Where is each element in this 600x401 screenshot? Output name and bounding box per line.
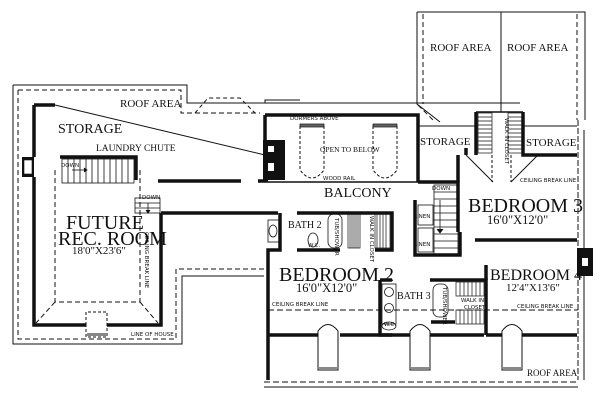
tub-bath3 <box>432 283 449 318</box>
ceiling-break-bedroom2-label: CEILING BREAK LINE <box>272 302 329 308</box>
bedroom4-size: 12'4"X13'6" <box>506 282 560 294</box>
future-rec-room-size: 18'0"X23'6" <box>72 245 126 257</box>
linen-label-1: LINEN <box>414 214 431 220</box>
bedroom3-size: 16'0"X12'0" <box>487 213 549 227</box>
future-rec-room-name-2: REC. ROOM <box>58 228 167 250</box>
outer-line-of-house <box>12 85 264 345</box>
dormer-bottom-2 <box>409 324 431 371</box>
open-to-below-label: OPEN TO BELOW <box>320 145 380 154</box>
balcony-label: BALCONY <box>324 186 392 201</box>
sink-bath2-left <box>268 224 278 238</box>
dormer-bottom-1 <box>317 324 339 371</box>
wc-bath3 <box>381 321 397 331</box>
bedroom2-name: BEDROOM 2 <box>279 264 395 286</box>
bath2-label: BATH 2 <box>288 220 322 231</box>
dormer-bottom-3 <box>501 324 523 371</box>
walk-in-closet-bedroom2-label: WALK IN CLOSET <box>368 216 374 263</box>
ceiling-break-bedroom3-label: CEILING BREAK LINE <box>520 178 577 184</box>
stair-down-label-right: DOWN <box>432 186 451 192</box>
wc-bath2-label: W.C. <box>308 243 321 249</box>
dormer-rec-room <box>85 311 108 338</box>
wc-bath2 <box>307 232 319 248</box>
bedroom3-name: BEDROOM 3 <box>468 195 584 217</box>
dashed-roof-line-left <box>18 89 260 114</box>
closet-label: CLOSET <box>464 305 486 311</box>
bath3-label: BATH 3 <box>397 291 431 302</box>
outer-roof-line-left <box>13 84 300 104</box>
future-rec-room-name-1: FUTURE <box>66 212 144 234</box>
laundry-chute-label: LAUNDRY CHUTE <box>96 144 176 154</box>
bedroom4-name: BEDROOM 4 <box>490 267 583 284</box>
wc-bath3-label: W.C. <box>384 322 397 328</box>
dormers-above-label: DORMERS ABOVE <box>290 116 339 122</box>
bedroom2-size: 16'0"X12'0" <box>296 281 358 295</box>
tub-shower-bath2-label: TUB/SHOWER <box>333 218 339 256</box>
storage-left-label: STORAGE <box>58 122 123 137</box>
rec-room-ceiling-break-label: CEILING BREAK LINE <box>143 232 149 289</box>
wood-rail-label: WOOD RAIL <box>323 176 356 182</box>
storage-right-label: STORAGE <box>526 137 577 149</box>
tub-shower-bath3-label: TUB/SHOWER <box>441 287 447 325</box>
roof-area-bottom-label: ROOF AREA <box>527 368 578 378</box>
upper-roof-block <box>417 11 586 120</box>
storage-mid-label: STORAGE <box>420 136 471 148</box>
stair-small <box>134 197 161 214</box>
roof-area-left-label: ROOF AREA <box>120 98 182 110</box>
walk-in-label: WALK IN <box>461 298 485 304</box>
linen-label-2: LINEN <box>414 242 431 248</box>
ceiling-break-bedroom4-label: CEILING BREAK LINE <box>517 304 574 310</box>
line-of-house-label: LINE OF HOUSE <box>131 332 174 338</box>
roof-area-upper-left-label: ROOF AREA <box>430 42 492 54</box>
tub-bath2 <box>327 213 343 249</box>
roof-area-upper-right-label: ROOF AREA <box>507 42 569 54</box>
walk-in-closet-bedroom3-label: WALK IN CLOSET <box>503 118 509 165</box>
stair-down-label-small: DOWN <box>142 195 161 201</box>
stair-down-label-left: DOWN <box>61 163 80 169</box>
